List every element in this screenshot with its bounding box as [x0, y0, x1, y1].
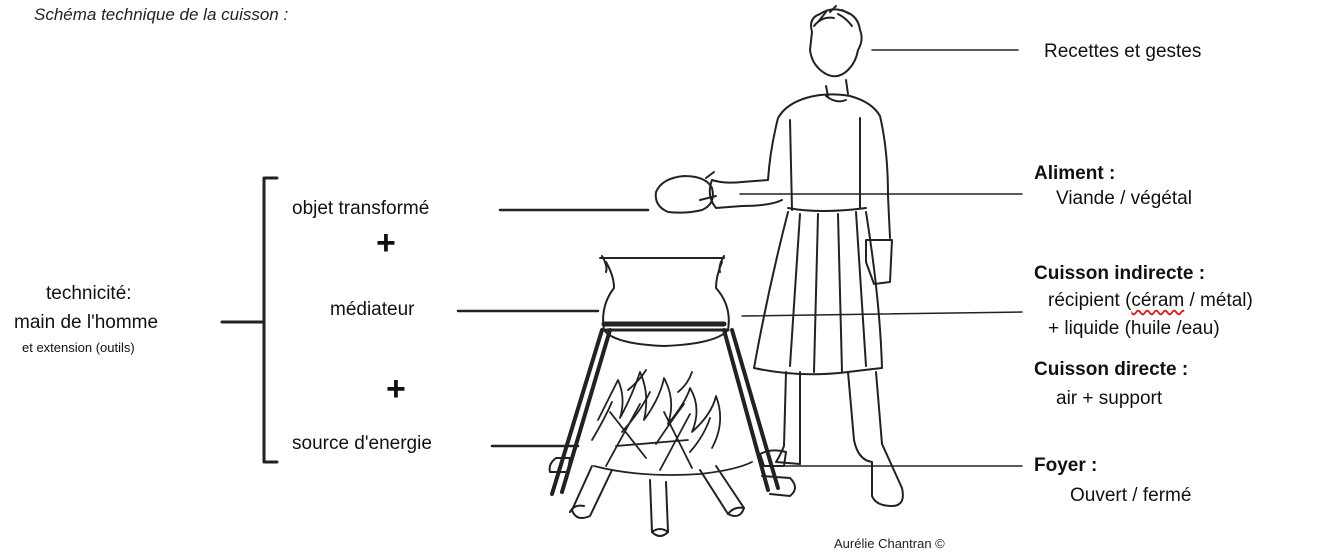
- cooking-pot: [600, 256, 729, 346]
- food-item: [656, 176, 713, 213]
- leader-indirect: [742, 312, 1022, 316]
- direct-value: air + support: [1056, 389, 1162, 408]
- object-label: objet transformé: [292, 199, 429, 218]
- author-credit: Aurélie Chantran ©: [834, 537, 945, 550]
- indirect-title: Cuisson indirecte :: [1034, 264, 1205, 283]
- bracket: [264, 178, 277, 462]
- diagram-title: Schéma technique de la cuisson :: [34, 6, 288, 23]
- plus-sign-1: +: [376, 226, 396, 260]
- main-homme-label: main de l'homme: [14, 313, 158, 332]
- indirect-line1-c: / métal): [1184, 290, 1253, 311]
- indirect-line2: + liquide (huile /eau): [1048, 319, 1220, 338]
- plus-sign-2: +: [386, 372, 406, 406]
- direct-title: Cuisson directe :: [1034, 360, 1188, 379]
- hearth-value: Ouvert / fermé: [1070, 486, 1191, 505]
- fire-logs: [550, 458, 795, 536]
- energy-label: source d'energie: [292, 434, 432, 453]
- spelling-flagged-word: céram: [1131, 290, 1184, 311]
- hearth-title: Foyer :: [1034, 456, 1097, 475]
- technicite-label: technicité:: [46, 284, 132, 303]
- food-value: Viande / végétal: [1056, 189, 1192, 208]
- indirect-line1: récipient (céram / métal): [1048, 291, 1253, 310]
- food-title: Aliment :: [1034, 164, 1115, 183]
- recipes-label: Recettes et gestes: [1044, 42, 1201, 61]
- fire: [592, 370, 752, 475]
- extension-label: et extension (outils): [22, 341, 135, 354]
- cook-figure: [710, 6, 903, 506]
- indirect-line1-a: récipient (: [1048, 290, 1131, 311]
- mediator-label: médiateur: [330, 300, 415, 319]
